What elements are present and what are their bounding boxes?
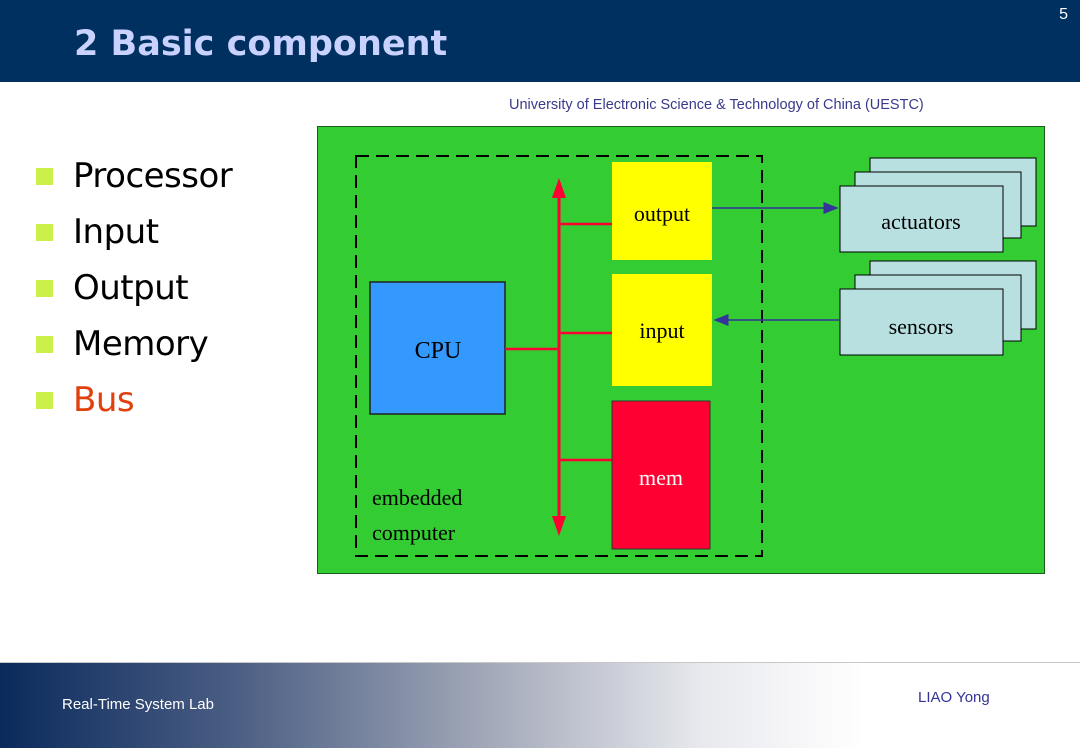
bullet-square-icon xyxy=(36,223,53,241)
bullet-item-input: Input xyxy=(36,204,232,260)
bullet-square-icon xyxy=(36,335,53,353)
output-box xyxy=(612,162,712,260)
bullet-item-bus: Bus xyxy=(36,372,232,428)
embedded-computer-boundary xyxy=(355,155,763,557)
bullet-item-output: Output xyxy=(36,260,232,316)
bullet-list: Processor Input Output Memory Bus xyxy=(36,148,233,428)
input-box xyxy=(612,274,712,386)
bullet-item-memory: Memory xyxy=(36,316,232,372)
university-name: University of Electronic Science & Techn… xyxy=(509,97,924,113)
bus-arrow-down-icon xyxy=(552,516,566,536)
footer-lab-name: Real-Time System Lab xyxy=(62,696,214,713)
cpu-box xyxy=(369,281,506,415)
input-label: input xyxy=(639,318,684,343)
embedded-label-line2: computer xyxy=(372,520,456,545)
cpu-label: CPU xyxy=(415,338,462,364)
bus-arrow-up-icon xyxy=(552,178,566,198)
page-number: 5 xyxy=(1059,6,1068,23)
bullet-label: Bus xyxy=(73,380,135,420)
bullet-square-icon xyxy=(36,167,53,185)
slide-header: 2 Basic component 5 xyxy=(0,0,1080,82)
bullet-label: Processor xyxy=(73,156,233,196)
bullet-square-icon xyxy=(36,279,53,297)
embedded-system-diagram: CPU output input mem embedded computer a… xyxy=(317,126,1045,574)
bullet-item-processor: Processor xyxy=(36,148,233,204)
slide-title: 2 Basic component xyxy=(74,24,448,64)
output-label: output xyxy=(634,201,690,226)
bullet-label: Memory xyxy=(73,324,209,364)
bullet-label: Input xyxy=(73,212,159,252)
mem-box xyxy=(611,400,711,550)
footer-author: LIAO Yong xyxy=(918,689,990,706)
bullet-square-icon xyxy=(36,391,53,409)
mem-label: mem xyxy=(639,465,683,490)
bullet-label: Output xyxy=(73,268,189,308)
actuators-box xyxy=(839,185,1004,253)
sensors-label: sensors xyxy=(889,314,954,339)
sensors-box xyxy=(839,288,1004,356)
slide-footer: Real-Time System Lab LIAO Yong xyxy=(0,662,1080,748)
embedded-label-line1: embedded xyxy=(372,485,462,510)
actuators-label: actuators xyxy=(881,209,960,234)
